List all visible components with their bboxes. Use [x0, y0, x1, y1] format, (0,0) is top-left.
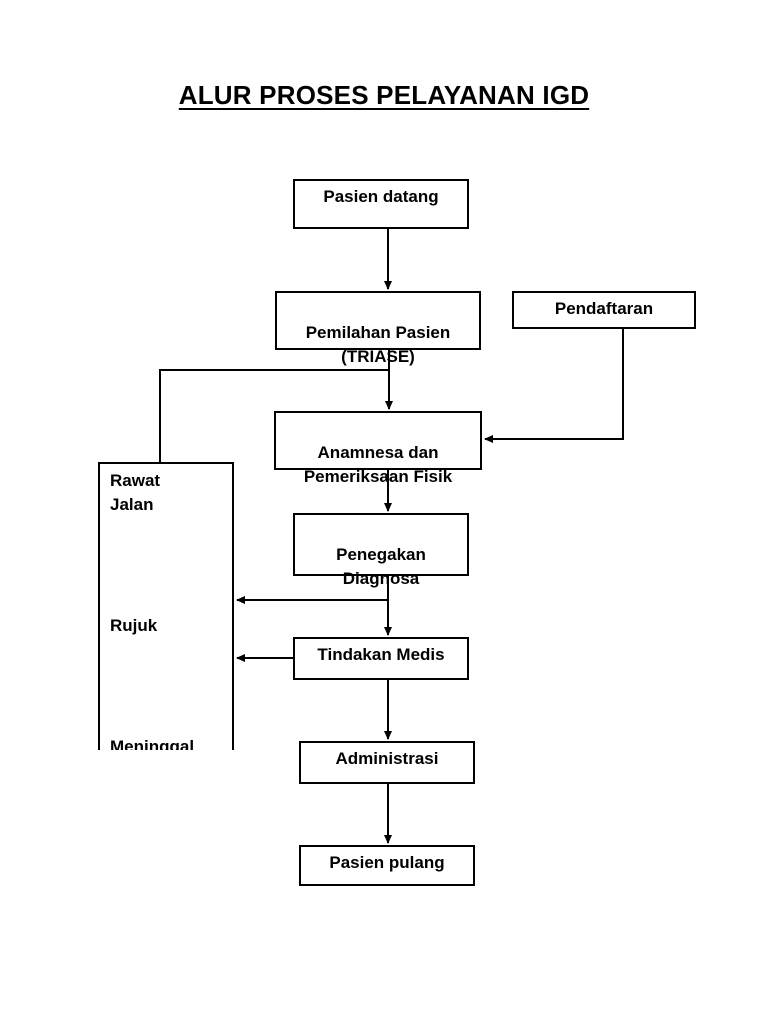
arrow-pendaftaran-to-anamnesa	[484, 328, 624, 443]
node-pasien-pulang: Pasien pulang	[299, 845, 475, 886]
node-triase: Pemilahan Pasien (TRIASE)	[275, 291, 481, 366]
node-pasien-datang: Pasien datang	[293, 179, 469, 229]
outcome-rawat-jalan: Rawat Jalan	[110, 471, 161, 514]
node-diagnosa: Penegakan Diagnosa	[293, 513, 469, 588]
node-label: Pendaftaran	[554, 299, 654, 318]
outcome-meninggal: Meninggal	[110, 737, 195, 750]
node-tindakan-medis: Tindakan Medis	[293, 637, 469, 680]
page-title: ALUR PROSES PELAYANAN IGD	[178, 80, 590, 110]
node-label: Administrasi	[335, 749, 439, 768]
node-anamnesa: Anamnesa dan Pemeriksaan Fisik	[274, 411, 482, 486]
node-label: Pemilahan Pasien (TRIASE)	[305, 323, 451, 366]
node-pendaftaran: Pendaftaran	[512, 291, 696, 329]
outcome-box: Rawat Jalan Rujuk Meninggal	[98, 462, 234, 750]
node-label: Anamnesa dan Pemeriksaan Fisik	[303, 443, 453, 486]
node-label: Tindakan Medis	[317, 645, 445, 664]
node-label: Pasien datang	[323, 187, 439, 206]
node-administrasi: Administrasi	[299, 741, 475, 784]
outcome-rujuk: Rujuk	[110, 616, 158, 635]
node-label: Penegakan Diagnosa	[336, 545, 426, 588]
line-triase-to-rawat-jalan	[159, 369, 389, 462]
node-label: Pasien pulang	[329, 853, 445, 872]
